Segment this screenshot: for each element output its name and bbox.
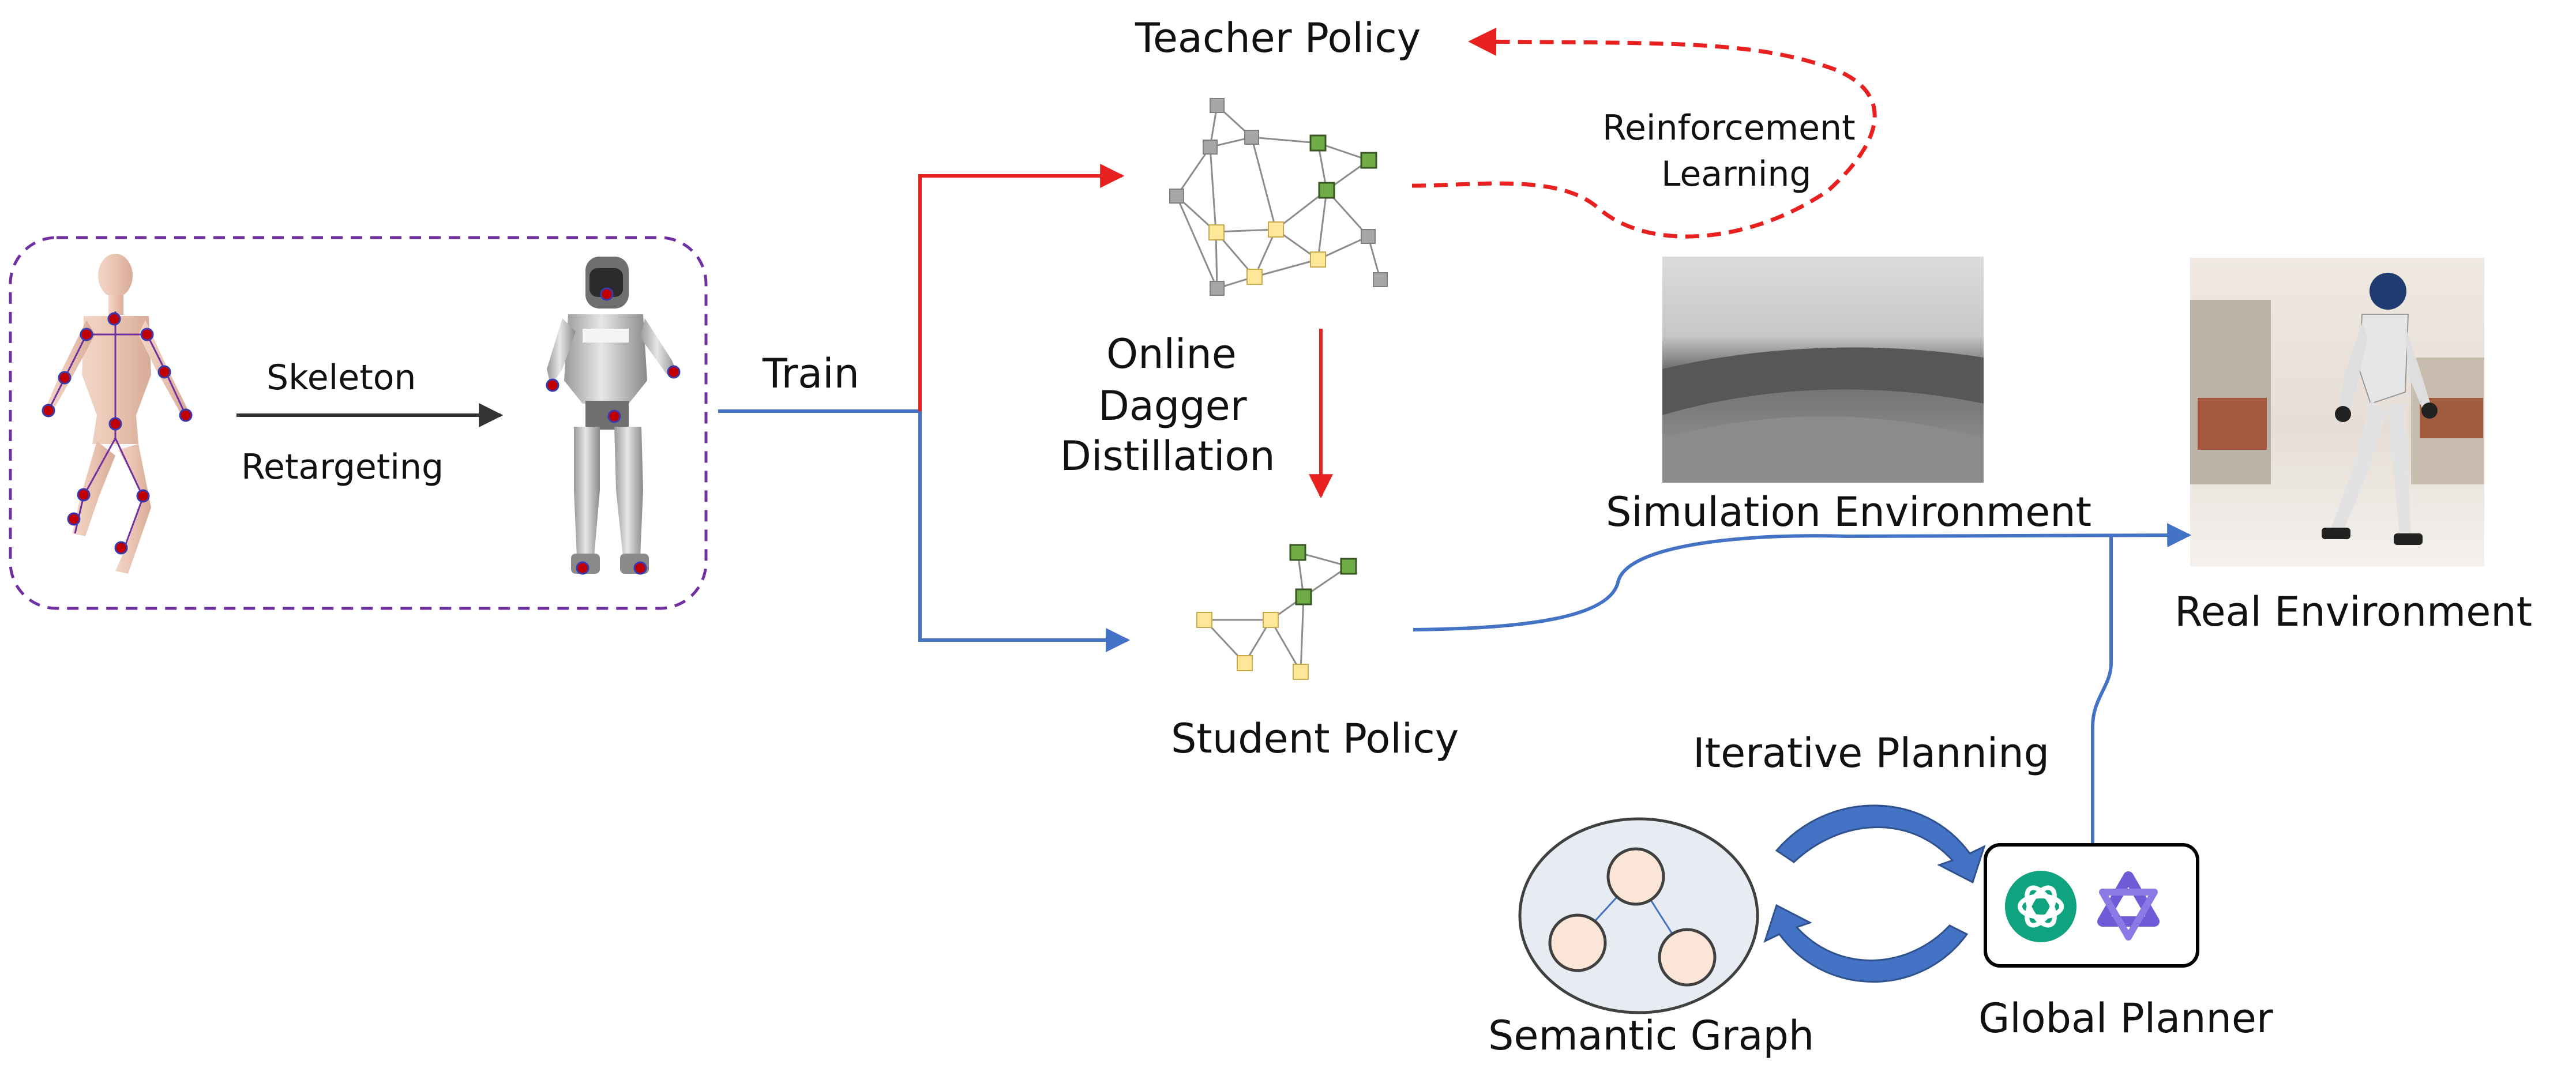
iterative-planning-label: Iterative Planning	[1693, 729, 2049, 777]
retargeting-group: Skeleton Retargeting	[9, 236, 708, 610]
train-connectors	[718, 164, 1131, 652]
semantic-graph	[1518, 817, 1759, 1014]
robot-figure	[546, 257, 681, 575]
simulation-image	[1662, 257, 1984, 483]
student-network	[1196, 544, 1357, 680]
retargeting-label: Retargeting	[241, 447, 444, 487]
teacher-network	[1169, 98, 1388, 296]
global-planner-label: Global Planner	[1978, 995, 2273, 1042]
semantic-graph-label: Semantic Graph	[1488, 1012, 1814, 1059]
retargeting-dashed-box	[9, 236, 708, 610]
skeleton-label: Skeleton	[266, 358, 416, 398]
planner-connector	[2091, 536, 2113, 845]
qwen-logo-icon	[2097, 871, 2160, 941]
train-label: Train	[762, 350, 859, 397]
real-environment-label: Real Environment	[2175, 588, 2532, 635]
reinforcement-label-line2: Learning	[1661, 154, 1811, 194]
dagger-label: Dagger	[1098, 382, 1247, 430]
distillation-label: Distillation	[1060, 432, 1275, 480]
teacher-policy-label: Teacher Policy	[1135, 14, 1421, 62]
iteration-cycle-arrows	[1763, 804, 1986, 983]
reinforcement-label-line1: Reinforcement	[1602, 108, 1856, 148]
reinforcement-loop-arrow	[1411, 27, 1877, 239]
student-policy-label: Student Policy	[1171, 715, 1459, 762]
simulation-environment-label: Simulation Environment	[1606, 488, 2091, 536]
global-planner-box	[1984, 843, 2199, 968]
online-label: Online	[1106, 330, 1237, 378]
real-environment-image	[2190, 258, 2484, 566]
human-figure	[42, 254, 193, 574]
deploy-arrow	[1413, 523, 2192, 631]
openai-logo-icon	[2005, 871, 2076, 942]
